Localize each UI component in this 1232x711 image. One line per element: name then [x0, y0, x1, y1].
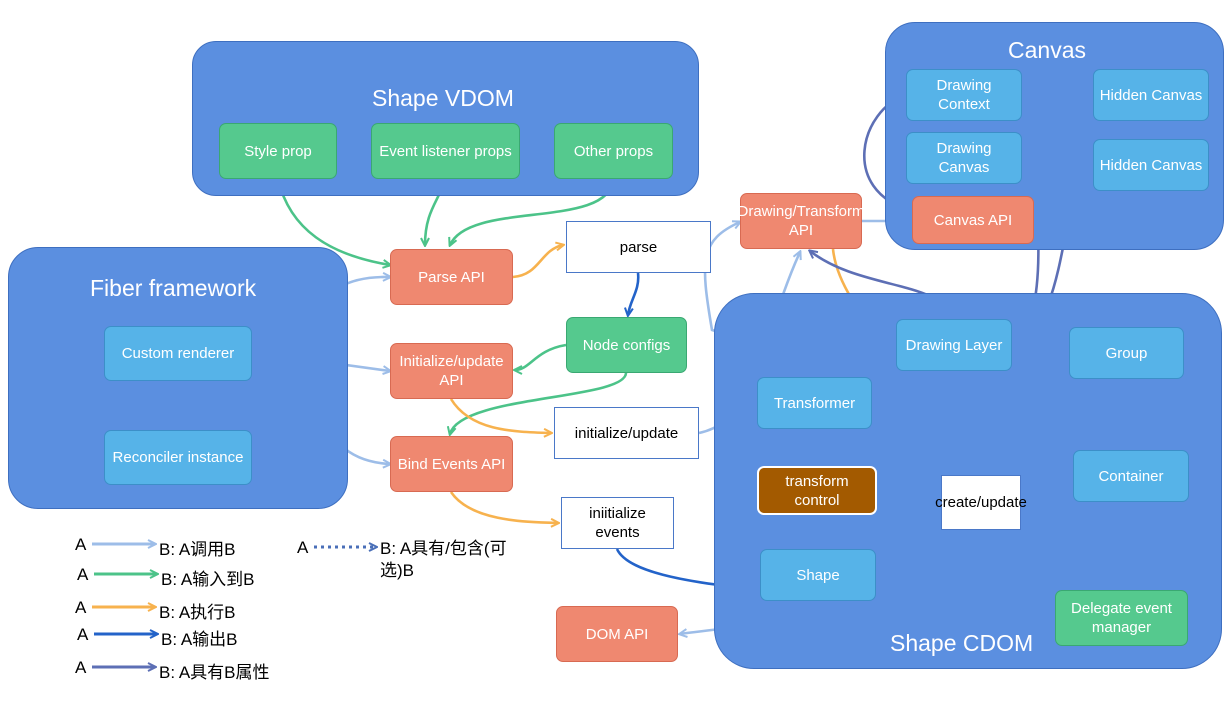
legend-a-contains: A [297, 538, 309, 557]
legend-contains-label: B: A具有/包含(可选)B [380, 539, 507, 580]
edge-bindapi-exec-initevents [449, 491, 558, 523]
canvas-api-node: Canvas API [912, 196, 1034, 244]
parse-api-node: Parse API [390, 249, 513, 305]
drawing-context-node: Drawing Context [906, 69, 1022, 121]
reconciler-instance-node: Reconciler instance [104, 430, 252, 485]
style-prop-node: Style prop [219, 123, 337, 179]
edge-parseapi-exec-parse [512, 245, 563, 279]
transform-control-node: transform control [757, 466, 877, 515]
delegate-event-manager-node: Delegate event manager [1055, 590, 1188, 646]
edge-parse-out-nodeconfigs [628, 272, 640, 315]
legend-out-label: B: A输出B [161, 630, 238, 649]
edge-nodeconfigs-to-init [515, 343, 567, 370]
shape-node: Shape [760, 549, 876, 601]
drawing-canvas-node: Drawing Canvas [906, 132, 1022, 184]
fiber-framework-title: Fiber framework [90, 275, 257, 301]
container-node: Container [1073, 450, 1189, 502]
legend-exec-label: B: A执行B [159, 603, 236, 622]
legend-a-input: A [77, 565, 89, 584]
transformer-node: Transformer [757, 377, 872, 429]
other-props-node: Other props [554, 123, 673, 179]
hidden-canvas-node-1: Hidden Canvas [1093, 69, 1209, 121]
event-listener-props-node: Event listener props [371, 123, 520, 179]
edge-nodeconfigs-to-bind [450, 372, 628, 434]
group-node: Group [1069, 327, 1184, 379]
legend-calls-label: B: A调用B [159, 540, 236, 559]
drawing-layer-node: Drawing Layer [896, 319, 1012, 371]
legend-input-label: B: A输入到B [161, 570, 255, 589]
shape-cdom-title: Shape CDOM [890, 630, 1034, 656]
bind-events-api-node: Bind Events API [390, 436, 513, 492]
legend-a-calls: A [75, 535, 87, 554]
shape-vdom-title: Shape VDOM [372, 85, 514, 111]
drawing-transform-api-node: Drawing/Transform API [738, 193, 865, 249]
parse-step-node: parse [566, 221, 711, 273]
legend-a-attr: A [75, 658, 87, 677]
custom-renderer-node: Custom renderer [104, 326, 252, 381]
canvas-title: Canvas [1008, 37, 1086, 63]
initialize-update-api-node: Initialize/update API [390, 343, 513, 399]
legend-a-exec: A [75, 598, 87, 617]
create-update-step-node: create/update [935, 475, 1027, 530]
initialize-update-step-node: initialize/update [554, 407, 699, 459]
legend-a-out: A [77, 625, 89, 644]
initialize-events-step-node: iniitialize events [561, 497, 674, 549]
node-configs-node: Node configs [566, 317, 687, 373]
legend-attr-label: B: A具有B属性 [159, 663, 270, 682]
hidden-canvas-node-2: Hidden Canvas [1093, 139, 1209, 191]
edge-initapi-exec-initupdate [449, 398, 551, 433]
dom-api-node: DOM API [556, 606, 678, 662]
